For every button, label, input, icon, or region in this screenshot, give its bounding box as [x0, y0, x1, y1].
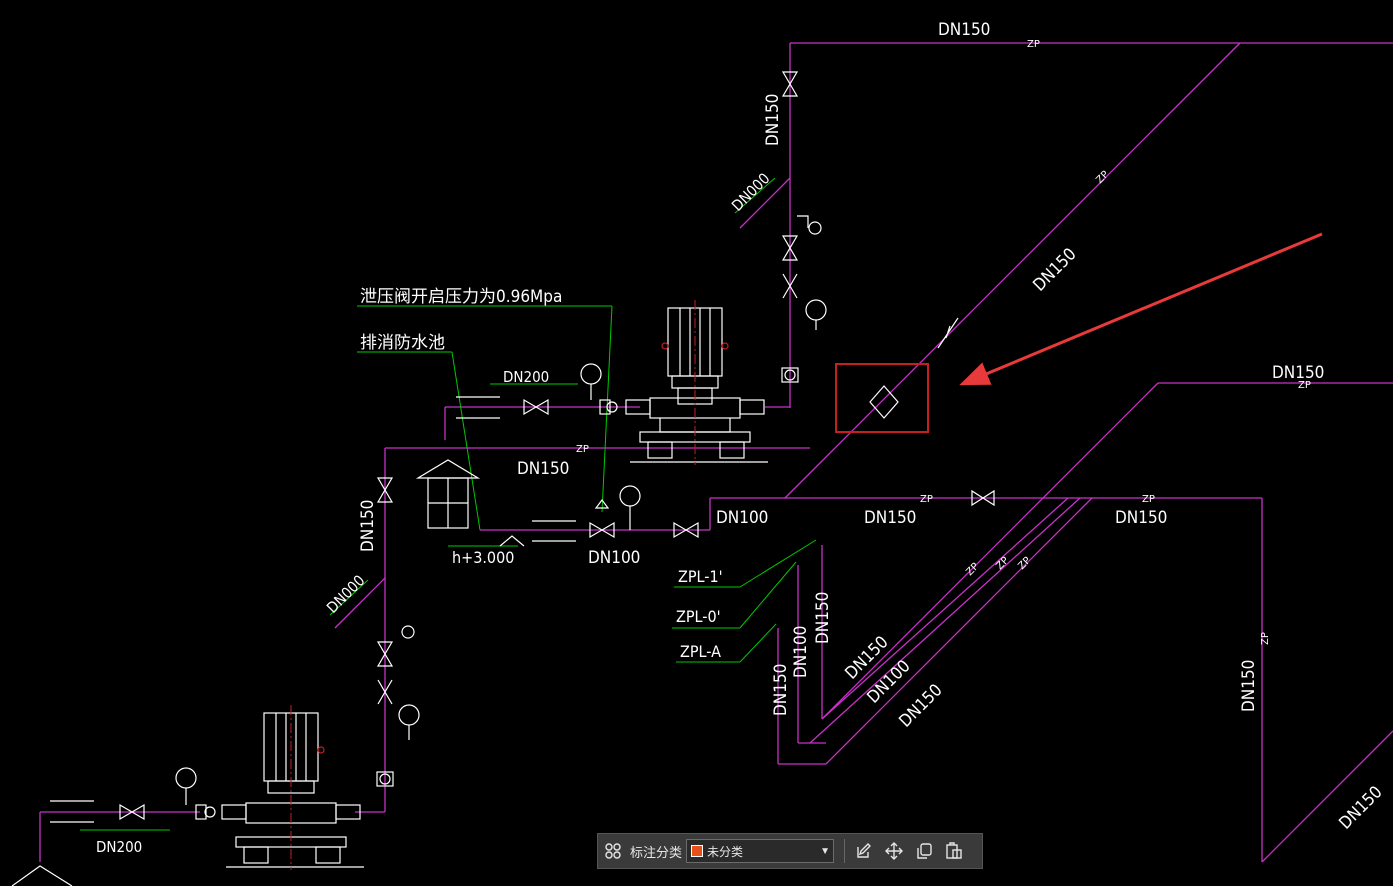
label-dn000-lower: DN000 — [323, 571, 368, 616]
pump-unit-bottom[interactable] — [221, 712, 364, 868]
category-select[interactable]: 未分类 ▼ — [686, 839, 835, 863]
label-diag-dn150: DN150 — [1029, 244, 1080, 295]
grid-icon[interactable] — [598, 836, 628, 866]
copy-icon[interactable] — [909, 836, 939, 866]
label-bottom-right-dn150: DN150 — [1335, 782, 1386, 833]
riser-label-zpl-1: ZPL-1' — [678, 567, 723, 586]
label-zp-tri-b: ZP — [994, 555, 1011, 572]
chevron-down-icon: ▼ — [820, 845, 830, 857]
annotation-texts: 泄压阀开启压力为0.96Mpa 排消防水池 h+3.000 ZPL-1' ZPL… — [360, 287, 723, 661]
annotation-toolbar: 标注分类 未分类 ▼ — [597, 833, 983, 869]
move-icon[interactable] — [879, 836, 909, 866]
water-tank[interactable] — [415, 459, 481, 529]
label-dn100-a: DN100 — [716, 508, 768, 528]
label-dn150-b: DN150 — [864, 508, 916, 528]
riser-label-zpl-0: ZPL-0' — [676, 607, 721, 626]
label-dn150-c: DN150 — [1115, 508, 1167, 528]
label-top-zp: ZP — [1027, 39, 1040, 50]
pump-unit-middle[interactable] — [625, 307, 768, 463]
label-mid-zp: ZP — [576, 444, 589, 455]
edit-icon[interactable] — [849, 836, 879, 866]
label-mid-dn150: DN150 — [517, 459, 569, 479]
relief-valve-note: 泄压阀开启压力为0.96Mpa — [360, 287, 562, 307]
pipe-network — [39, 42, 1393, 863]
riser-label-zpl-a: ZPL-A — [680, 642, 721, 661]
label-dn100-b: DN100 — [588, 548, 640, 568]
label-top-dn150: DN150 — [938, 20, 990, 40]
category-value: 未分类 — [707, 844, 744, 859]
paste-icon[interactable] — [939, 836, 969, 866]
pointer-arrow — [959, 232, 1323, 386]
pipe-size-labels: DN150 ZP DN150 ZP DN150 DN000 DN150 ZP D… — [96, 20, 1387, 856]
highlight-box — [835, 363, 929, 433]
label-vert-dn150-b: DN150 — [771, 664, 791, 716]
label-dn000-upper: DN000 — [728, 169, 773, 214]
label-zp-b: ZP — [920, 494, 933, 505]
label-diag-dn150-b: DN150 — [895, 680, 946, 731]
elevation-label: h+3.000 — [452, 548, 514, 567]
label-right-dn150: DN150 — [1272, 363, 1324, 383]
category-color-swatch — [691, 845, 704, 857]
category-label: 标注分类 — [630, 844, 683, 860]
label-zp-c: ZP — [1142, 494, 1155, 505]
label-zp-tri-a: ZP — [964, 561, 981, 578]
label-far-right-dn150: DN150 — [1239, 660, 1259, 712]
label-vert-dn150-a: DN150 — [813, 592, 833, 644]
label-diag-zp: ZP — [1094, 169, 1111, 186]
label-zp-tri-c: ZP — [1016, 555, 1033, 572]
label-dn200-mid: DN200 — [503, 368, 549, 386]
valves-and-instruments — [11, 71, 995, 886]
label-riser-dn150: DN150 — [763, 94, 783, 146]
drain-note: 排消防水池 — [360, 333, 445, 353]
label-vert-dn100: DN100 — [791, 626, 811, 678]
label-lower-riser-dn150: DN150 — [358, 500, 378, 552]
label-dn200-bottom: DN200 — [96, 838, 142, 856]
label-right-zp: ZP — [1298, 380, 1311, 391]
toolbar-divider — [844, 839, 846, 863]
label-far-right-zp: ZP — [1260, 632, 1271, 645]
